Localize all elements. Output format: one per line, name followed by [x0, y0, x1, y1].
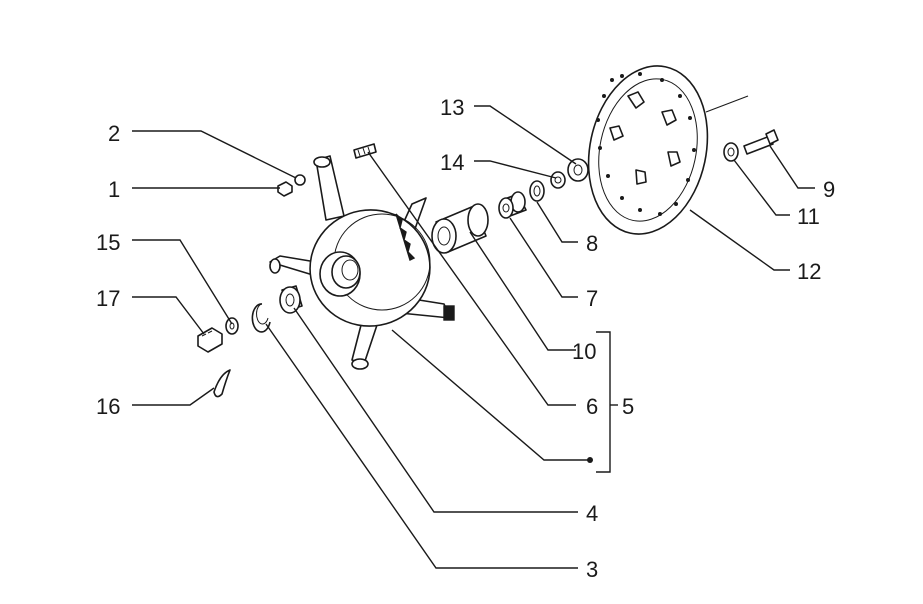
- washer-13: [567, 158, 589, 182]
- leader-4: [293, 307, 578, 513]
- oil-seal: [529, 180, 545, 202]
- brake-disc: [587, 65, 749, 235]
- leader-10: [469, 231, 576, 351]
- small-washer: [294, 174, 306, 186]
- leader-13: [474, 105, 577, 165]
- splined-bush: [431, 203, 489, 254]
- nut-washer: [225, 317, 239, 335]
- label-16: 16: [96, 394, 120, 419]
- bearing: [498, 191, 527, 219]
- leader-6: [367, 151, 576, 406]
- washer-14: [550, 171, 566, 189]
- leader-2: [132, 130, 297, 179]
- label-9: 9: [823, 177, 835, 202]
- leader-3: [265, 323, 578, 569]
- hub-nut: [279, 285, 303, 314]
- label-17: 17: [96, 286, 120, 311]
- label-4: 4: [586, 501, 598, 526]
- label-11: 11: [797, 204, 820, 229]
- label-7: 7: [586, 286, 598, 311]
- label-10: 10: [572, 339, 596, 364]
- leader-hub: [391, 329, 590, 461]
- small-nut: [277, 181, 293, 197]
- label-6: 6: [586, 394, 598, 419]
- leader-11: [733, 159, 790, 216]
- disc-vent-holes: [596, 72, 696, 216]
- leader-12: [689, 209, 790, 271]
- disc-mount-lugs: [609, 91, 681, 185]
- label-14: 14: [440, 150, 464, 175]
- label-5: 5: [622, 394, 634, 419]
- axis-line: [705, 95, 749, 113]
- leader-8: [536, 201, 578, 243]
- label-12: 12: [797, 259, 821, 284]
- label-3: 3: [586, 557, 598, 582]
- label-15: 15: [96, 230, 120, 255]
- leader-hub-dot: [587, 457, 593, 463]
- leader-16: [132, 387, 215, 406]
- leader-14: [474, 160, 557, 179]
- wheel-hub: [269, 155, 455, 370]
- label-1: 1: [108, 177, 120, 202]
- stud: [353, 143, 377, 159]
- part-labels: 2 1 15 17 16 13 14 8 7 10 6 5 4 3 9 11 1…: [96, 95, 835, 582]
- leader-lines: [132, 105, 815, 569]
- split-pin: [213, 369, 231, 398]
- bolt-washer: [723, 142, 739, 162]
- leader-7: [509, 217, 578, 298]
- leader-15: [132, 239, 233, 325]
- disc-bolt: [743, 129, 779, 155]
- leader-9: [769, 145, 815, 189]
- label-8: 8: [586, 231, 598, 256]
- label-2: 2: [108, 121, 120, 146]
- bracket-5: [596, 331, 611, 473]
- leader-17: [132, 296, 205, 335]
- label-13: 13: [440, 95, 464, 120]
- circlip: [251, 303, 271, 333]
